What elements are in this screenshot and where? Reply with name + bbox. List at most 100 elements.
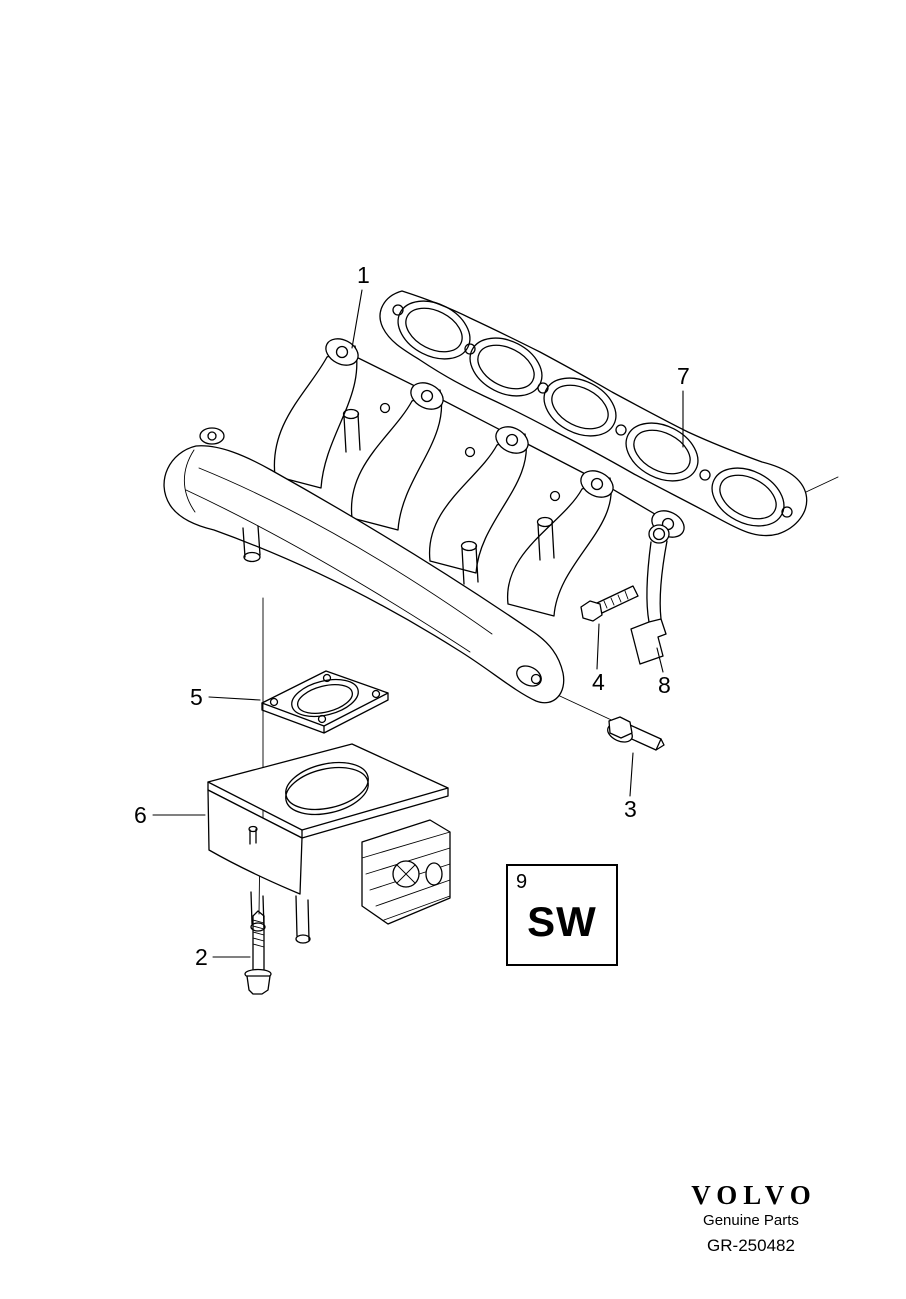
runner-4: [507, 477, 612, 617]
intake-manifold: [163, 338, 685, 704]
stud-bottom: [243, 551, 261, 563]
gasket-bolt-hole: [392, 304, 404, 316]
mounting-bracket: [630, 524, 670, 665]
plenum-contour: [185, 489, 471, 653]
bolt4-head: [580, 600, 603, 622]
callout-label-8: 8: [658, 672, 671, 698]
leader-lines: [152, 289, 684, 958]
mount-tab-hole: [207, 431, 217, 441]
stud-top: [342, 408, 360, 420]
flange-screw-4: [580, 585, 639, 622]
bolt2-shaft: [252, 915, 265, 975]
gasket-port-3: [543, 377, 617, 437]
gasket-port-4: [625, 422, 699, 482]
sw-box-number: 9: [516, 871, 528, 893]
branding-block: VOLVO Genuine Parts GR-250482: [666, 1180, 836, 1256]
bracket-strap: [646, 541, 652, 623]
leader-line-3: [629, 752, 634, 797]
support-stud-top: [248, 825, 258, 833]
stud: [537, 521, 555, 561]
mount-tab: [199, 427, 225, 445]
injector-boss: [464, 446, 476, 458]
callout-label-7: 7: [677, 363, 690, 389]
support-side-wall: [207, 789, 303, 895]
callout-label-1: 1: [357, 262, 370, 288]
gasket-port-1: [397, 300, 471, 360]
gasket-port-4-inner: [633, 429, 691, 475]
flange-ear-3-hole: [505, 433, 519, 447]
stud-top: [536, 516, 554, 528]
gasket-bolt-hole: [537, 382, 549, 394]
leader-line-4: [596, 623, 600, 670]
support-bore-depth: [285, 766, 369, 816]
stud: [461, 545, 479, 585]
runner-1: [273, 345, 358, 489]
callout-label-5: 5: [190, 684, 203, 710]
bolt3-head: [608, 716, 633, 739]
bolt2-tip: [252, 910, 265, 917]
flange-ear-1: [325, 338, 359, 366]
throttle-gasket-thickness: [261, 692, 389, 734]
volvo-logo: VOLVO: [691, 1180, 817, 1210]
flange-ear-1-hole: [335, 345, 349, 359]
stud-pins: [242, 408, 555, 585]
sw-box-code: SW: [527, 898, 597, 945]
support-leg: [295, 895, 310, 941]
injector-boss: [549, 490, 561, 502]
runner-3: [428, 433, 528, 574]
callout-label-4: 4: [592, 669, 605, 695]
leader-line-5: [208, 696, 261, 701]
throttle-gasket-hole: [371, 689, 381, 699]
stud: [343, 413, 361, 453]
stud: [242, 525, 261, 558]
gasket-bolt-hole: [781, 506, 793, 518]
gasket-edge-line: [805, 476, 839, 493]
injector-boss: [379, 402, 391, 414]
bracket-eye: [648, 524, 670, 544]
support-leg-foot: [295, 934, 311, 944]
throttle-gasket-hole: [322, 673, 332, 683]
support-leg-foot: [250, 922, 266, 932]
bolt-boss-hole: [530, 673, 542, 685]
bolt-boss: [516, 665, 542, 687]
throttle-gasket-hole: [269, 697, 279, 707]
bolt4-threads: [603, 590, 629, 609]
throttle-gasket-hole: [317, 714, 327, 724]
stud-top: [460, 540, 478, 552]
manifold-support: [207, 743, 451, 944]
sw-box: 9 SW: [506, 864, 618, 966]
leader-line-1: [351, 289, 363, 349]
bracket-eye-hole: [652, 527, 666, 541]
gasket-bolt-hole: [615, 424, 627, 436]
flange-ear-2-hole: [420, 389, 434, 403]
genuine-parts-label: Genuine Parts: [703, 1212, 799, 1229]
flange-ear-4-hole: [590, 477, 604, 491]
plenum-end-cap: [184, 449, 196, 513]
throttle-gasket: [261, 670, 389, 734]
callout-label-2: 2: [195, 944, 208, 970]
flange-screw-3: [607, 716, 665, 751]
gasket-port-2-inner: [477, 344, 535, 390]
gasket-port-5-inner: [719, 474, 777, 520]
drawing-reference-number: GR-250482: [707, 1236, 795, 1255]
gasket-bolt-hole: [464, 343, 476, 355]
bracket-strap: [659, 540, 668, 620]
throttle-gasket-bore: [291, 678, 359, 718]
bolt2-head: [246, 975, 271, 995]
gasket-bolt-hole: [699, 469, 711, 481]
plenum: [163, 445, 565, 704]
bracket-hook: [630, 618, 667, 665]
runner-2: [350, 389, 443, 531]
gasket-port-1-inner: [405, 307, 463, 353]
support-boss-cross: [396, 864, 416, 884]
flange-ear-3: [495, 426, 529, 454]
flange-ear-4: [580, 470, 614, 498]
throttle-gasket-bore-inner: [297, 684, 353, 714]
bolt2-threads: [252, 919, 265, 948]
gasket-port-3-inner: [551, 384, 609, 430]
leader-line-8: [656, 647, 664, 673]
bolt3-tip: [655, 738, 665, 751]
flange-ear-2: [410, 382, 444, 410]
